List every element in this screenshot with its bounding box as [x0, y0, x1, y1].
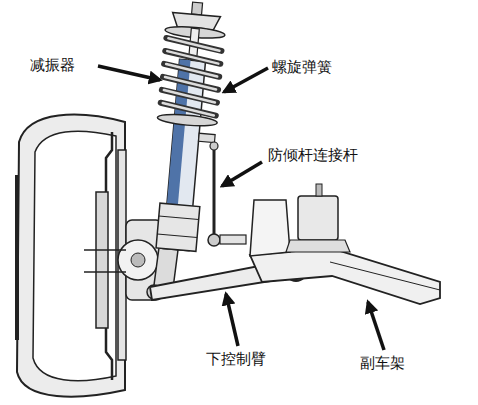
- leader-arrow: [222, 162, 262, 186]
- part-label: 螺旋弹簧: [272, 58, 332, 76]
- spring-coil-light: [168, 38, 220, 51]
- spring-coil: [162, 77, 218, 90]
- tire-inner: [33, 131, 116, 380]
- clamp-bolt: [157, 234, 197, 237]
- subframe-tower: [250, 200, 290, 256]
- part-label: 下控制臂: [206, 350, 266, 368]
- spring-coil-light: [167, 51, 219, 64]
- part-label: 减振器: [30, 56, 75, 74]
- part-label: 副车架: [360, 354, 405, 372]
- coil-spring: [160, 38, 222, 116]
- part-label: 防倾杆连接杆: [268, 146, 358, 164]
- leader-arrow: [224, 68, 268, 92]
- leader-arrow: [98, 66, 160, 80]
- spring-coil-light: [162, 103, 214, 116]
- link-lower-joint: [208, 234, 220, 246]
- spring-coil: [166, 38, 222, 51]
- tire-tread: [15, 175, 19, 340]
- spring-coil: [160, 103, 216, 116]
- spring-coil-light: [164, 77, 216, 90]
- leader-arrow: [368, 302, 384, 350]
- anti-roll-bar-end: [220, 235, 246, 244]
- spring-coil: [165, 51, 221, 64]
- clamp-bolt: [159, 216, 199, 219]
- strut-clamp: [156, 203, 200, 251]
- tire-outer: [17, 115, 125, 397]
- hub-bearing: [118, 240, 158, 280]
- leader-arrow: [226, 294, 238, 346]
- strut-assembly: [146, 0, 227, 252]
- mount-stud: [316, 184, 322, 196]
- brake-disc: [96, 192, 108, 328]
- mount-base: [286, 240, 350, 252]
- wheel-stud: [84, 249, 126, 251]
- lower-spring-seat: [157, 113, 218, 128]
- link-bracket: [199, 133, 216, 142]
- top-nut: [192, 2, 203, 15]
- engine-mount: [298, 196, 338, 240]
- subframe-body: [250, 248, 440, 304]
- spring-coil-light: [163, 90, 215, 103]
- spring-highlight: [162, 38, 220, 115]
- spring-coil: [163, 64, 219, 77]
- hub-center: [131, 253, 145, 267]
- wheel-stud: [84, 271, 126, 273]
- stabilizer-link-rod: [213, 150, 216, 234]
- spring-coil-light: [165, 64, 217, 77]
- spring-coil: [161, 90, 217, 103]
- subframe-edge: [330, 262, 440, 290]
- link-upper-joint: [210, 142, 218, 150]
